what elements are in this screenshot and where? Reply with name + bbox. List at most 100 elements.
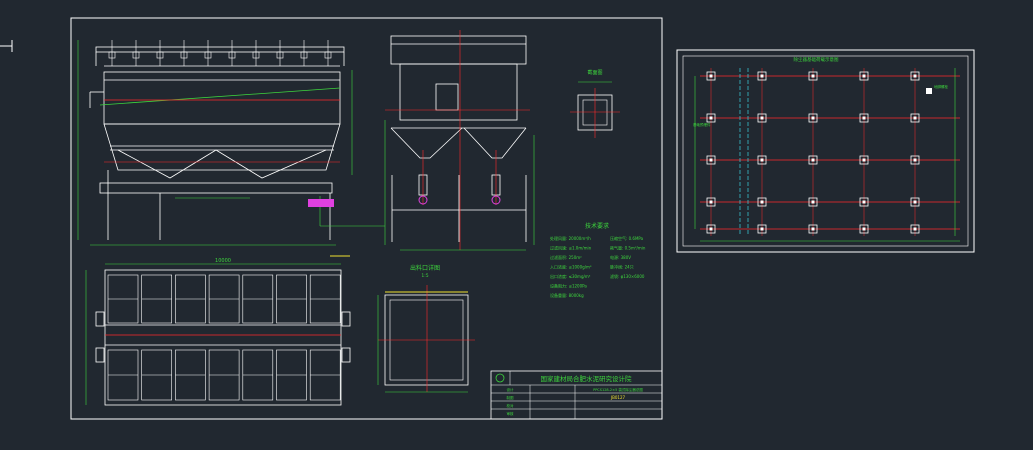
org-logo-icon bbox=[495, 373, 505, 383]
foundation-pier bbox=[859, 197, 869, 207]
outlet-detail: 出料口详图 1:5 bbox=[377, 264, 475, 393]
pulse-valve bbox=[324, 51, 332, 59]
pulse-valve bbox=[276, 51, 284, 59]
foundation-pier bbox=[910, 224, 920, 234]
tech-requirement-right: 耗气量: 0.5m³/min bbox=[610, 245, 646, 251]
front-elevation-view bbox=[89, 40, 345, 240]
foundation-note-1: 地脚螺栓 bbox=[934, 84, 948, 89]
title-block-row: 审核 bbox=[507, 411, 515, 416]
foundation-pier bbox=[808, 71, 818, 81]
tech-requirement-left: 出口浓度: ≤30mg/m³ bbox=[550, 273, 591, 279]
dim-overall-length: 10000 bbox=[215, 258, 231, 264]
outlet-title: 出料口详图 bbox=[410, 264, 440, 272]
title-block-row: 制图 bbox=[507, 395, 515, 400]
anchor-bolt bbox=[709, 158, 713, 162]
foundation-pier bbox=[859, 155, 869, 165]
pulse-valve bbox=[156, 51, 164, 59]
foundation-pier bbox=[910, 71, 920, 81]
title-block-code: JB0127 bbox=[610, 395, 626, 400]
anchor-bolt bbox=[913, 74, 917, 78]
pulse-valve bbox=[204, 51, 212, 59]
side-elevation-annotations bbox=[384, 30, 535, 251]
foundation-title: 除尘器基础荷载示意图 bbox=[794, 56, 839, 63]
anchor-bolt bbox=[760, 227, 764, 231]
foundation-pier bbox=[757, 197, 767, 207]
tech-requirement-left: 过滤风速: ≤1.0m/min bbox=[550, 245, 592, 251]
foundation-pier bbox=[706, 155, 716, 165]
section-detail: 截面图 bbox=[570, 69, 620, 138]
foundation-pier bbox=[910, 113, 920, 123]
title-block-row: 校对 bbox=[507, 403, 515, 408]
outlet-scale: 1:5 bbox=[421, 273, 428, 279]
foundation-pier bbox=[706, 113, 716, 123]
title-block-model: PPCS128-2×5 袋式除尘器总图 bbox=[593, 387, 643, 392]
anchor-bolt bbox=[709, 116, 713, 120]
tech-requirement-left: 处理风量: 20000m³/h bbox=[550, 235, 591, 241]
foundation-pier bbox=[910, 155, 920, 165]
tech-requirement-left: 入口浓度: ≤1000g/m³ bbox=[550, 264, 592, 270]
foundation-pier bbox=[808, 224, 818, 234]
tech-requirement-right: 脉冲阀: 24只 bbox=[610, 264, 634, 270]
foundation-pier bbox=[706, 197, 716, 207]
anchor-bolt bbox=[862, 116, 866, 120]
anchor-bolt bbox=[862, 74, 866, 78]
tech-title: 技术要求 bbox=[585, 222, 609, 230]
pulse-valve bbox=[132, 51, 140, 59]
anchor-bolt bbox=[913, 200, 917, 204]
anchor-bolt bbox=[811, 200, 815, 204]
pulse-valve bbox=[180, 51, 188, 59]
anchor-bolt bbox=[862, 227, 866, 231]
tech-requirement-right: 压缩空气: 0.6MPa bbox=[610, 235, 644, 241]
anchor-bolt bbox=[709, 74, 713, 78]
title-block[interactable]: 国家建材局合肥水泥研究设计院 PPCS128-2×5 袋式除尘器总图 JB012… bbox=[490, 370, 663, 420]
foundation-pier bbox=[757, 113, 767, 123]
anchor-bolt bbox=[913, 227, 917, 231]
front-elevation-annotations bbox=[77, 40, 385, 246]
foundation-pier bbox=[808, 113, 818, 123]
pulse-valve bbox=[108, 51, 116, 59]
anchor-bolt bbox=[811, 116, 815, 120]
section-title: 截面图 bbox=[587, 69, 602, 76]
foundation-pier bbox=[808, 155, 818, 165]
anchor-bolt bbox=[862, 200, 866, 204]
tech-requirement-left: 过滤面积: 250m² bbox=[550, 254, 582, 260]
technical-requirements: 技术要求 处理风量: 20000m³/h 过滤风速: ≤1.0m/min 过滤面积:… bbox=[550, 222, 646, 298]
tech-requirement-right: 滤袋: φ130×6000 bbox=[610, 273, 645, 279]
side-elevation-view bbox=[390, 35, 527, 242]
foundation-pier bbox=[859, 224, 869, 234]
foundation-pier bbox=[706, 71, 716, 81]
title-block-org: 国家建材局合肥水泥研究设计院 bbox=[541, 374, 633, 383]
tech-requirement-left: 设备重量: 8000kg bbox=[550, 292, 584, 298]
tech-requirement-left: 设备阻力: ≤1200Pa bbox=[550, 283, 587, 289]
anchor-bolt bbox=[760, 200, 764, 204]
pulse-valve bbox=[228, 51, 236, 59]
foundation-pier bbox=[757, 224, 767, 234]
title-block-row: 设计 bbox=[507, 387, 515, 392]
pulse-valve bbox=[300, 51, 308, 59]
anchor-bolt bbox=[709, 200, 713, 204]
foundation-pier bbox=[910, 197, 920, 207]
plan-view bbox=[95, 269, 351, 406]
anchor-bolt bbox=[760, 158, 764, 162]
anchor-bolt bbox=[862, 158, 866, 162]
foundation-pier bbox=[757, 155, 767, 165]
drawing-sheet-2[interactable]: 除尘器基础荷载示意图 基础预埋件 地脚螺栓 bbox=[676, 49, 975, 253]
foundation-pier bbox=[859, 71, 869, 81]
anchor-bolt bbox=[811, 74, 815, 78]
tech-requirement-right: 电源: 380V bbox=[610, 254, 631, 260]
pulse-valve bbox=[252, 51, 260, 59]
foundation-pier bbox=[757, 71, 767, 81]
anchor-bolt bbox=[760, 116, 764, 120]
legend-marker bbox=[926, 88, 932, 94]
anchor-bolt bbox=[913, 158, 917, 162]
anchor-bolt bbox=[811, 158, 815, 162]
anchor-bolt bbox=[811, 227, 815, 231]
crosshair-icon bbox=[0, 40, 13, 52]
foundation-grid bbox=[694, 68, 960, 242]
drawing-sheet-1[interactable]: 截面图 10000 出料口详图 1:5 bbox=[70, 17, 663, 420]
anchor-bolt bbox=[709, 227, 713, 231]
foundation-pier bbox=[859, 113, 869, 123]
plan-view-annotations: 10000 bbox=[85, 255, 350, 405]
foundation-pier bbox=[706, 224, 716, 234]
